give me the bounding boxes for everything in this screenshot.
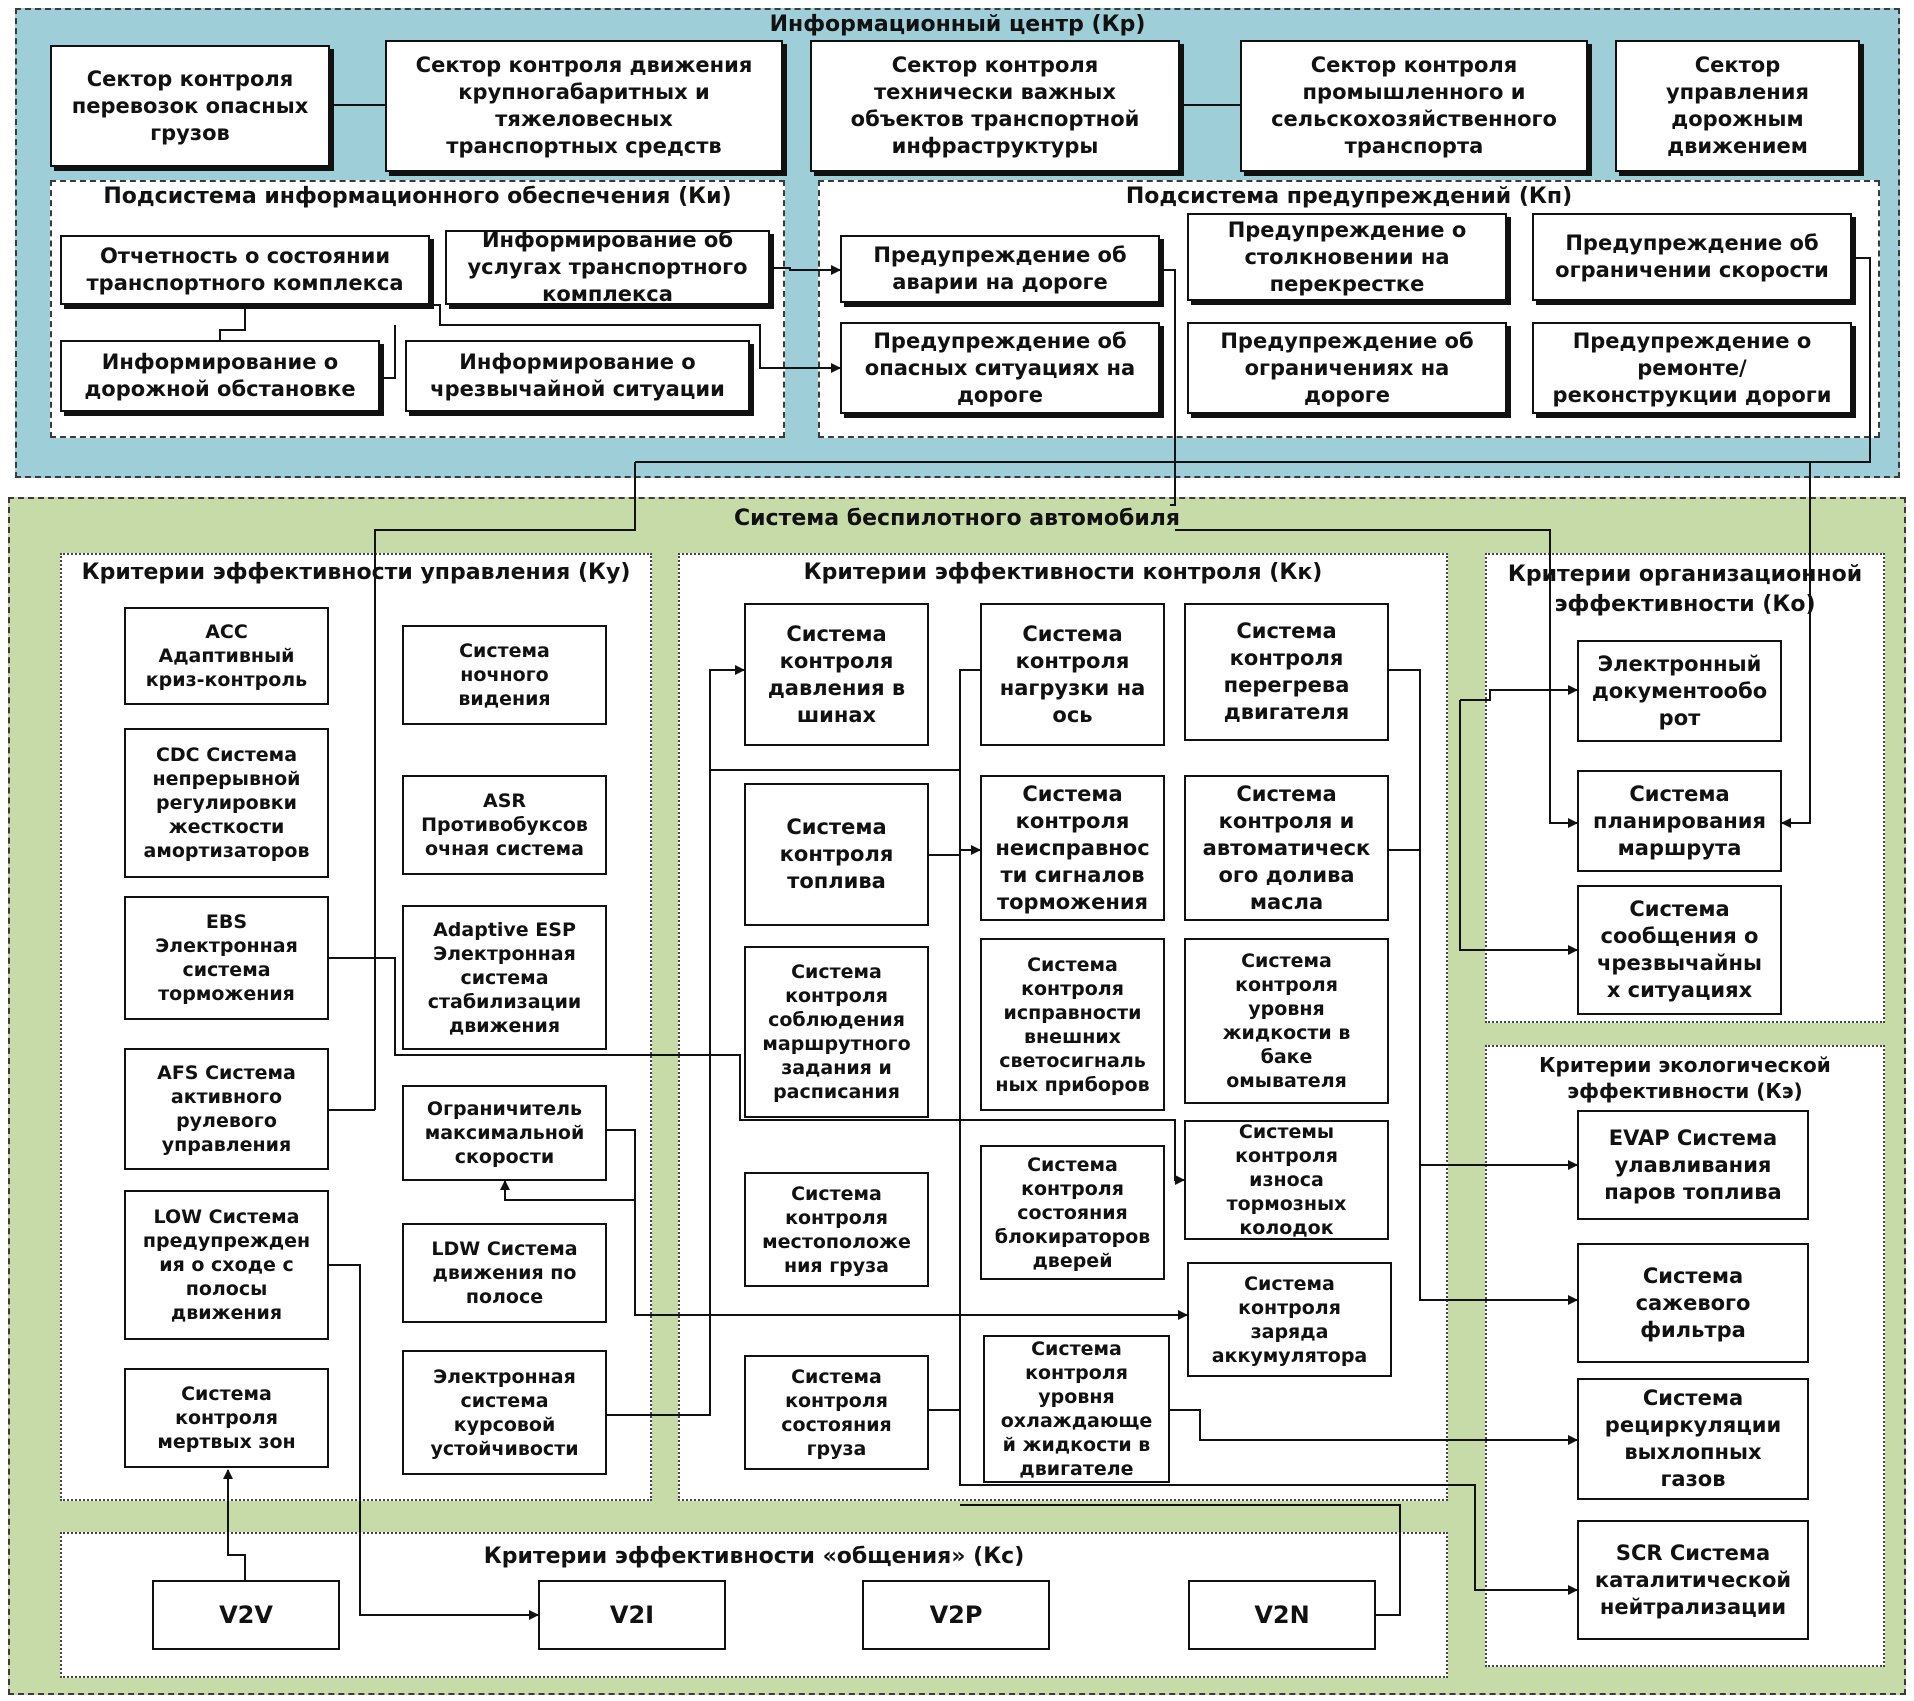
org-efficiency-title: Критерии организационной эффективности (…	[1507, 562, 1863, 617]
info-subsystem-title: Подсистема информационного обеспечения (…	[103, 184, 732, 209]
box-transport-reporting: Отчетность о состоянии транспортного ком…	[60, 235, 430, 305]
box-v2v: V2V	[152, 1580, 340, 1650]
box-emergency-info: Информирование о чрезвычайной ситуации	[405, 340, 750, 412]
box-speed-limiter: Ограничитель максимальной скорости	[402, 1085, 607, 1181]
box-cargo-location: Система контроля местоположе ния груза	[744, 1172, 929, 1287]
box-v2n: V2N	[1188, 1580, 1376, 1650]
box-blind-spot: Система контроля мертвых зон	[124, 1368, 329, 1468]
box-v2p: V2P	[862, 1580, 1050, 1650]
eco-efficiency-title: Критерии экологической эффективности (Кэ…	[1539, 1053, 1831, 1103]
box-v2i: V2I	[538, 1580, 726, 1650]
box-route-planning: Система планирования маршрута	[1577, 770, 1782, 872]
box-external-lights: Система контроля исправности внешних све…	[980, 938, 1165, 1111]
box-emergency-messages: Система сообщения о чрезвычайны х ситуац…	[1577, 885, 1782, 1015]
box-acc: ACC Адаптивный криз-контроль	[124, 607, 329, 705]
communication-efficiency-title: Критерии эффективности «общения» (Кс)	[483, 1544, 1025, 1569]
box-low: LOW Система предупрежден ия о сходе с по…	[124, 1190, 329, 1340]
box-tire-pressure: Система контроля давления в шинах	[744, 603, 929, 746]
box-egr: Система рециркуляции выхлопных газов	[1577, 1378, 1809, 1500]
box-soot-filter: Система сажевого фильтра	[1577, 1243, 1809, 1363]
box-night-vision: Система ночного видения	[402, 625, 607, 725]
sector-hazardous-cargo: Сектор контроля перевозок опасных грузов	[50, 45, 330, 167]
box-fuel-control: Система контроля топлива	[744, 783, 929, 926]
box-afs: AFS Система активного рулевого управлени…	[124, 1048, 329, 1170]
sector-oversize-vehicles: Сектор контроля движения крупногабаритны…	[385, 40, 783, 172]
box-ldw: LDW Система движения по полосе	[402, 1223, 607, 1323]
control-efficiency-title: Критерии эффективности управления (Ку)	[81, 560, 631, 585]
box-battery: Система контроля заряда аккумулятора	[1187, 1262, 1392, 1377]
box-road-restrictions-warning: Предупреждение об ограничениях на дороге	[1187, 322, 1507, 414]
box-collision-warning: Предупреждение о столкновении на перекре…	[1187, 213, 1507, 301]
box-electronic-document-flow: Электронный документообо рот	[1577, 640, 1782, 742]
box-road-repair-warning: Предупреждение о ремонте/ реконструкции …	[1532, 322, 1852, 414]
monitoring-efficiency-title: Критерии эффективности контроля (Кк)	[803, 560, 1323, 585]
box-transport-services: Информирование об услугах транспортного …	[445, 230, 770, 305]
warning-subsystem-title: Подсистема предупреждений (Кп)	[1125, 184, 1573, 209]
box-course-stability: Электронная система курсовой устойчивост…	[402, 1350, 607, 1475]
box-asr: ASR Противобуксов очная система	[402, 775, 607, 875]
sector-infrastructure: Сектор контроля технически важных объект…	[810, 40, 1180, 172]
info-center-title: Информационный центр (Кр)	[769, 12, 1146, 37]
box-oil-refill: Система контроля и автоматическ ого доли…	[1184, 775, 1389, 921]
box-brake-signals: Система контроля неисправнос ти сигналов…	[980, 775, 1165, 921]
box-cdc: CDC Система непрерывной регулировки жест…	[124, 728, 329, 878]
box-coolant: Система контроля уровня охлаждающе й жид…	[983, 1335, 1170, 1483]
box-route-compliance: Система контроля соблюдения маршрутного …	[744, 946, 929, 1118]
box-evap: EVAP Система улавливания паров топлива	[1577, 1110, 1809, 1220]
box-brake-pads: Системы контроля износа тормозных колодо…	[1184, 1120, 1389, 1240]
drone-system-title: Система беспилотного автомобиля	[733, 506, 1180, 531]
box-accident-warning: Предупреждение об аварии на дороге	[840, 235, 1160, 303]
box-cargo-state: Система контроля состояния груза	[744, 1355, 929, 1470]
box-engine-overheat: Система контроля перегрева двигателя	[1184, 603, 1389, 741]
box-esp: Adaptive ESP Электронная система стабили…	[402, 905, 607, 1050]
box-axle-load: Система контроля нагрузки на ось	[980, 603, 1165, 746]
box-road-situation-info: Информирование о дорожной обстановке	[60, 340, 380, 412]
box-washer-fluid: Система контроля уровня жидкости в баке …	[1184, 938, 1389, 1104]
box-door-locks: Система контроля состояния блокираторов …	[980, 1145, 1165, 1280]
box-speed-limit-warning: Предупреждение об ограничении скорости	[1532, 213, 1852, 301]
sector-industrial-transport: Сектор контроля промышленного и сельскох…	[1240, 40, 1588, 172]
box-dangerous-situations-warning: Предупреждение об опасных ситуациях на д…	[840, 322, 1160, 414]
sector-traffic-management: Сектор управления дорожным движением	[1615, 40, 1860, 172]
box-ebs: EBS Электронная система торможения	[124, 896, 329, 1020]
box-scr: SCR Система каталитической нейтрализации	[1577, 1520, 1809, 1640]
